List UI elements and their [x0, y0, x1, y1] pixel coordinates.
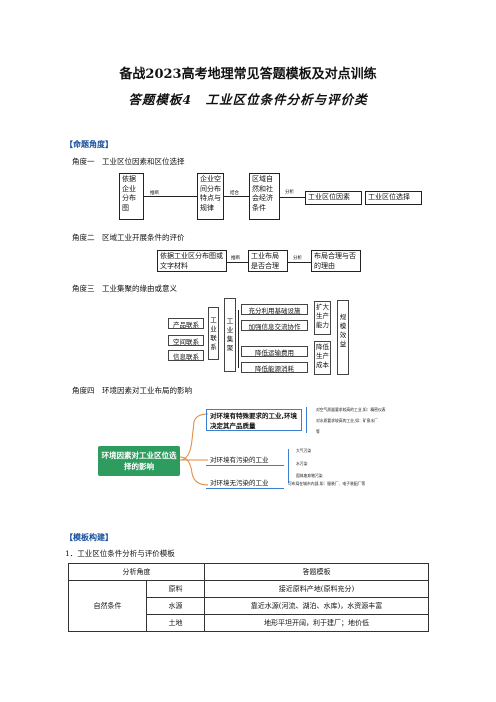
table-header-template: 答题模板 — [204, 563, 429, 581]
table-cell-template: 靠近水源(河流、湖泊、水库)，水资源丰富 — [204, 597, 429, 615]
table-cell-template: 接近原料产地(原料充分) — [204, 580, 429, 598]
table-row: 土地 地形平坦开阔，利于建厂；地价低 — [69, 614, 429, 632]
d3-far-scale-benefit: 规模效益 — [337, 300, 349, 375]
d4-connector-bottom — [180, 456, 209, 486]
d4-branch-special: 对环境有特殊要求的工业,环境决定其产品质量 — [206, 409, 302, 431]
table-row: 水源 靠近水源(河流、湖泊、水库)，水资源丰富 — [69, 597, 429, 615]
d4-note-clean: 可布局在城市内部,如：服装厂、电子装配厂等 — [288, 481, 366, 486]
d3-right-cost: 降低生产成本 — [314, 341, 331, 375]
d2-box-layout-judgement: 工业布局是否合理 — [248, 250, 288, 272]
d2-arrow-2-label: 分析 — [293, 256, 302, 261]
d1-box-distribution-map: 依据企业分布图 — [119, 173, 144, 220]
d1-box-spatial-pattern: 企业空间分布特点与规律 — [197, 173, 224, 220]
d2-arrow-1 — [227, 262, 248, 263]
d4-branch-polluting-divider — [288, 449, 289, 483]
d2-box-source: 依据工业区分布图或文字材料 — [157, 250, 227, 272]
table-cell-factor: 土地 — [146, 614, 205, 632]
d4-note-water-pollution: 水污染 — [296, 461, 308, 466]
d1-arrow-2-label: 结合 — [230, 191, 239, 196]
d1-arrow-2 — [224, 196, 249, 197]
d3-mid-infrastructure: 充分利用基础设施 — [241, 304, 308, 315]
section-label-angles: 【命题角度】 — [65, 139, 113, 149]
angle-2: 角度二 区域工业开展条件的评价 — [72, 233, 185, 242]
d1-arrow-3 — [280, 197, 305, 198]
d3-mid-energy-cost: 降低能源消耗 — [241, 362, 308, 373]
template-item-1: 1．工业区位条件分析与评价模板 — [65, 549, 175, 558]
d1-arrow-1-label: 推断 — [150, 191, 159, 196]
d2-box-reasons: 布局合理与否的理由 — [311, 250, 361, 272]
d3-left-product-link: 产品联系 — [168, 318, 204, 329]
d2-arrow-1-label: 推断 — [231, 256, 240, 261]
angle-1: 角度一 工业区位因素和区位选择 — [72, 157, 185, 166]
d3-mid-transport-cost: 降低运输费用 — [241, 346, 308, 357]
d2-arrow-2 — [288, 262, 311, 263]
d4-branch-clean: 对环境无污染的工业 — [206, 478, 284, 489]
document-subtitle: 答题模板4 工业区位条件分析与评价类 — [128, 92, 368, 107]
d4-note-etc: 等 — [316, 429, 320, 434]
d3-col-agglomeration: 工业集聚 — [224, 298, 236, 372]
d1-arrow-1 — [144, 196, 197, 197]
d1-box-location-choice: 工业区位选择 — [365, 191, 422, 205]
table-cell-template: 地形平坦开阔，利于建厂；地价低 — [204, 614, 429, 632]
d4-branch-polluting: 对环境有污染的工业 — [206, 455, 284, 466]
d4-note-water: 对水质要求较高的工业,如：矿泉水厂 — [316, 418, 378, 423]
table-row: 自然条件 原料 接近原料产地(原料充分) — [68, 580, 429, 632]
section-label-templates: 【模板构建】 — [65, 532, 113, 542]
d1-box-location-factors: 工业区位因素 — [305, 191, 362, 205]
template-table: 分析角度 答题模板 自然条件 原料 接近原料产地(原料充分) 水源 靠近水源(河… — [68, 563, 429, 632]
d1-box-regional-conditions: 区域自然和社会经济条件 — [249, 173, 280, 220]
table-header-row: 分析角度 答题模板 — [68, 563, 429, 581]
d3-right-capacity: 扩大生产能力 — [314, 301, 331, 335]
table-cell-factor: 水源 — [146, 597, 205, 615]
table-group-natural: 自然条件 — [68, 580, 147, 632]
d3-mid-info-exchange: 加强信息交流协作 — [241, 320, 308, 331]
d1-arrow-3-label: 分析 — [285, 190, 294, 195]
d3-left-space-link: 空间联系 — [168, 335, 204, 346]
angle-4: 角度四 环境因素对工业布局的影响 — [72, 386, 192, 395]
d4-main-node: 环境因素对工业区位选择的影响 — [98, 446, 180, 476]
d4-note-solid-waste: 固体废弃物污染 — [296, 473, 323, 478]
d4-note-air-pollution: 大气污染 — [296, 448, 312, 453]
d3-bracket-line — [238, 310, 239, 368]
document-title: 备战2023高考地理常见答题模板及对点训练 — [119, 67, 377, 82]
d4-branch-special-divider — [306, 407, 307, 433]
d3-col-industrial-links: 工业联系 — [208, 307, 219, 360]
d3-left-info-link: 信息联系 — [168, 350, 204, 361]
table-header-angle: 分析角度 — [68, 563, 205, 581]
angle-3: 角度三 工业集聚的缘由或意义 — [72, 284, 177, 293]
d4-note-air: 对空气质量要求较高的工业,如：精密仪表 — [316, 407, 386, 412]
table-cell-factor: 原料 — [146, 580, 205, 598]
